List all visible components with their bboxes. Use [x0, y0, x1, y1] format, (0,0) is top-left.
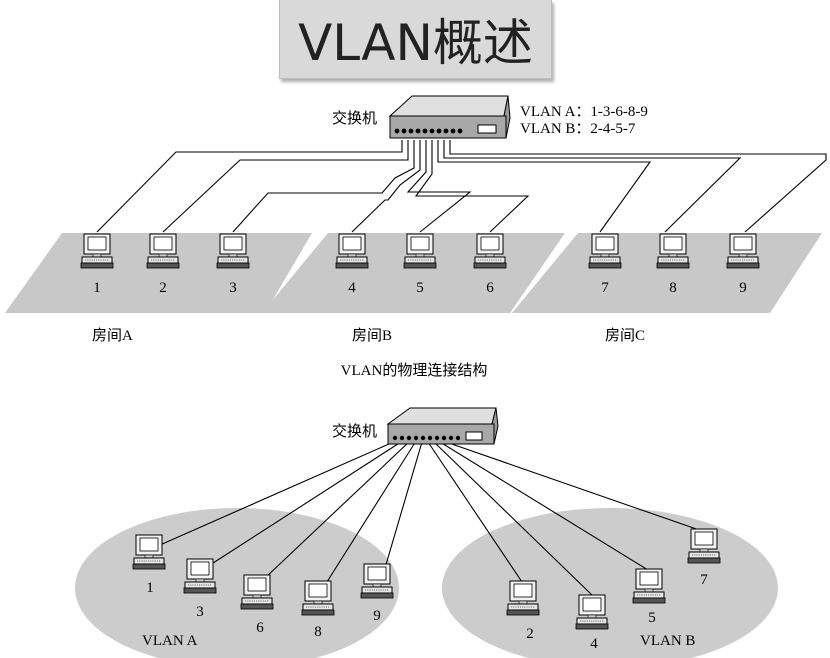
pc-label: 7 [700, 572, 708, 588]
pc-label: 5 [648, 610, 656, 626]
page-title: VLAN概述 [279, 0, 552, 79]
pc-label: 6 [256, 620, 264, 636]
vlan-b-ellipse [442, 508, 778, 658]
cables-physical [96, 140, 827, 233]
pc-label: 8 [314, 624, 322, 640]
vlan-a-ellipse [75, 508, 399, 658]
diagram-caption: VLAN的物理连接结构 [341, 362, 488, 379]
pc-label: 5 [416, 280, 424, 296]
pc-label: 4 [590, 636, 598, 652]
pc-label: 9 [739, 280, 747, 296]
vlan-b-assignment: VLAN B：2-4-5-7 [520, 121, 636, 137]
pc-label: 1 [93, 280, 101, 296]
pc-label: 6 [486, 280, 494, 296]
pc-label: 1 [146, 580, 154, 596]
room-label-a: 房间A [92, 327, 133, 344]
pc-label: 4 [348, 280, 356, 296]
switch-device [386, 407, 499, 445]
switch-label: 交换机 [332, 422, 377, 440]
vlan-a-assignment: VLAN A：1-3-6-8-9 [520, 104, 648, 120]
pc-label: 2 [526, 626, 534, 642]
cables-logical [159, 439, 706, 596]
room-label-c: 房间C [605, 327, 645, 344]
switch-device [388, 95, 511, 139]
vlan-a-label: VLAN A [142, 633, 198, 649]
pc-label: 3 [196, 604, 204, 620]
vlan-b-label: VLAN B [640, 633, 695, 649]
pc-label: 3 [229, 280, 237, 296]
room-label-b: 房间B [352, 327, 392, 344]
pc-label: 7 [601, 280, 609, 296]
pc-label: 2 [159, 280, 167, 296]
pc-label: 9 [373, 608, 381, 624]
switch-label: 交换机 [332, 109, 377, 127]
pc-label: 8 [669, 280, 677, 296]
